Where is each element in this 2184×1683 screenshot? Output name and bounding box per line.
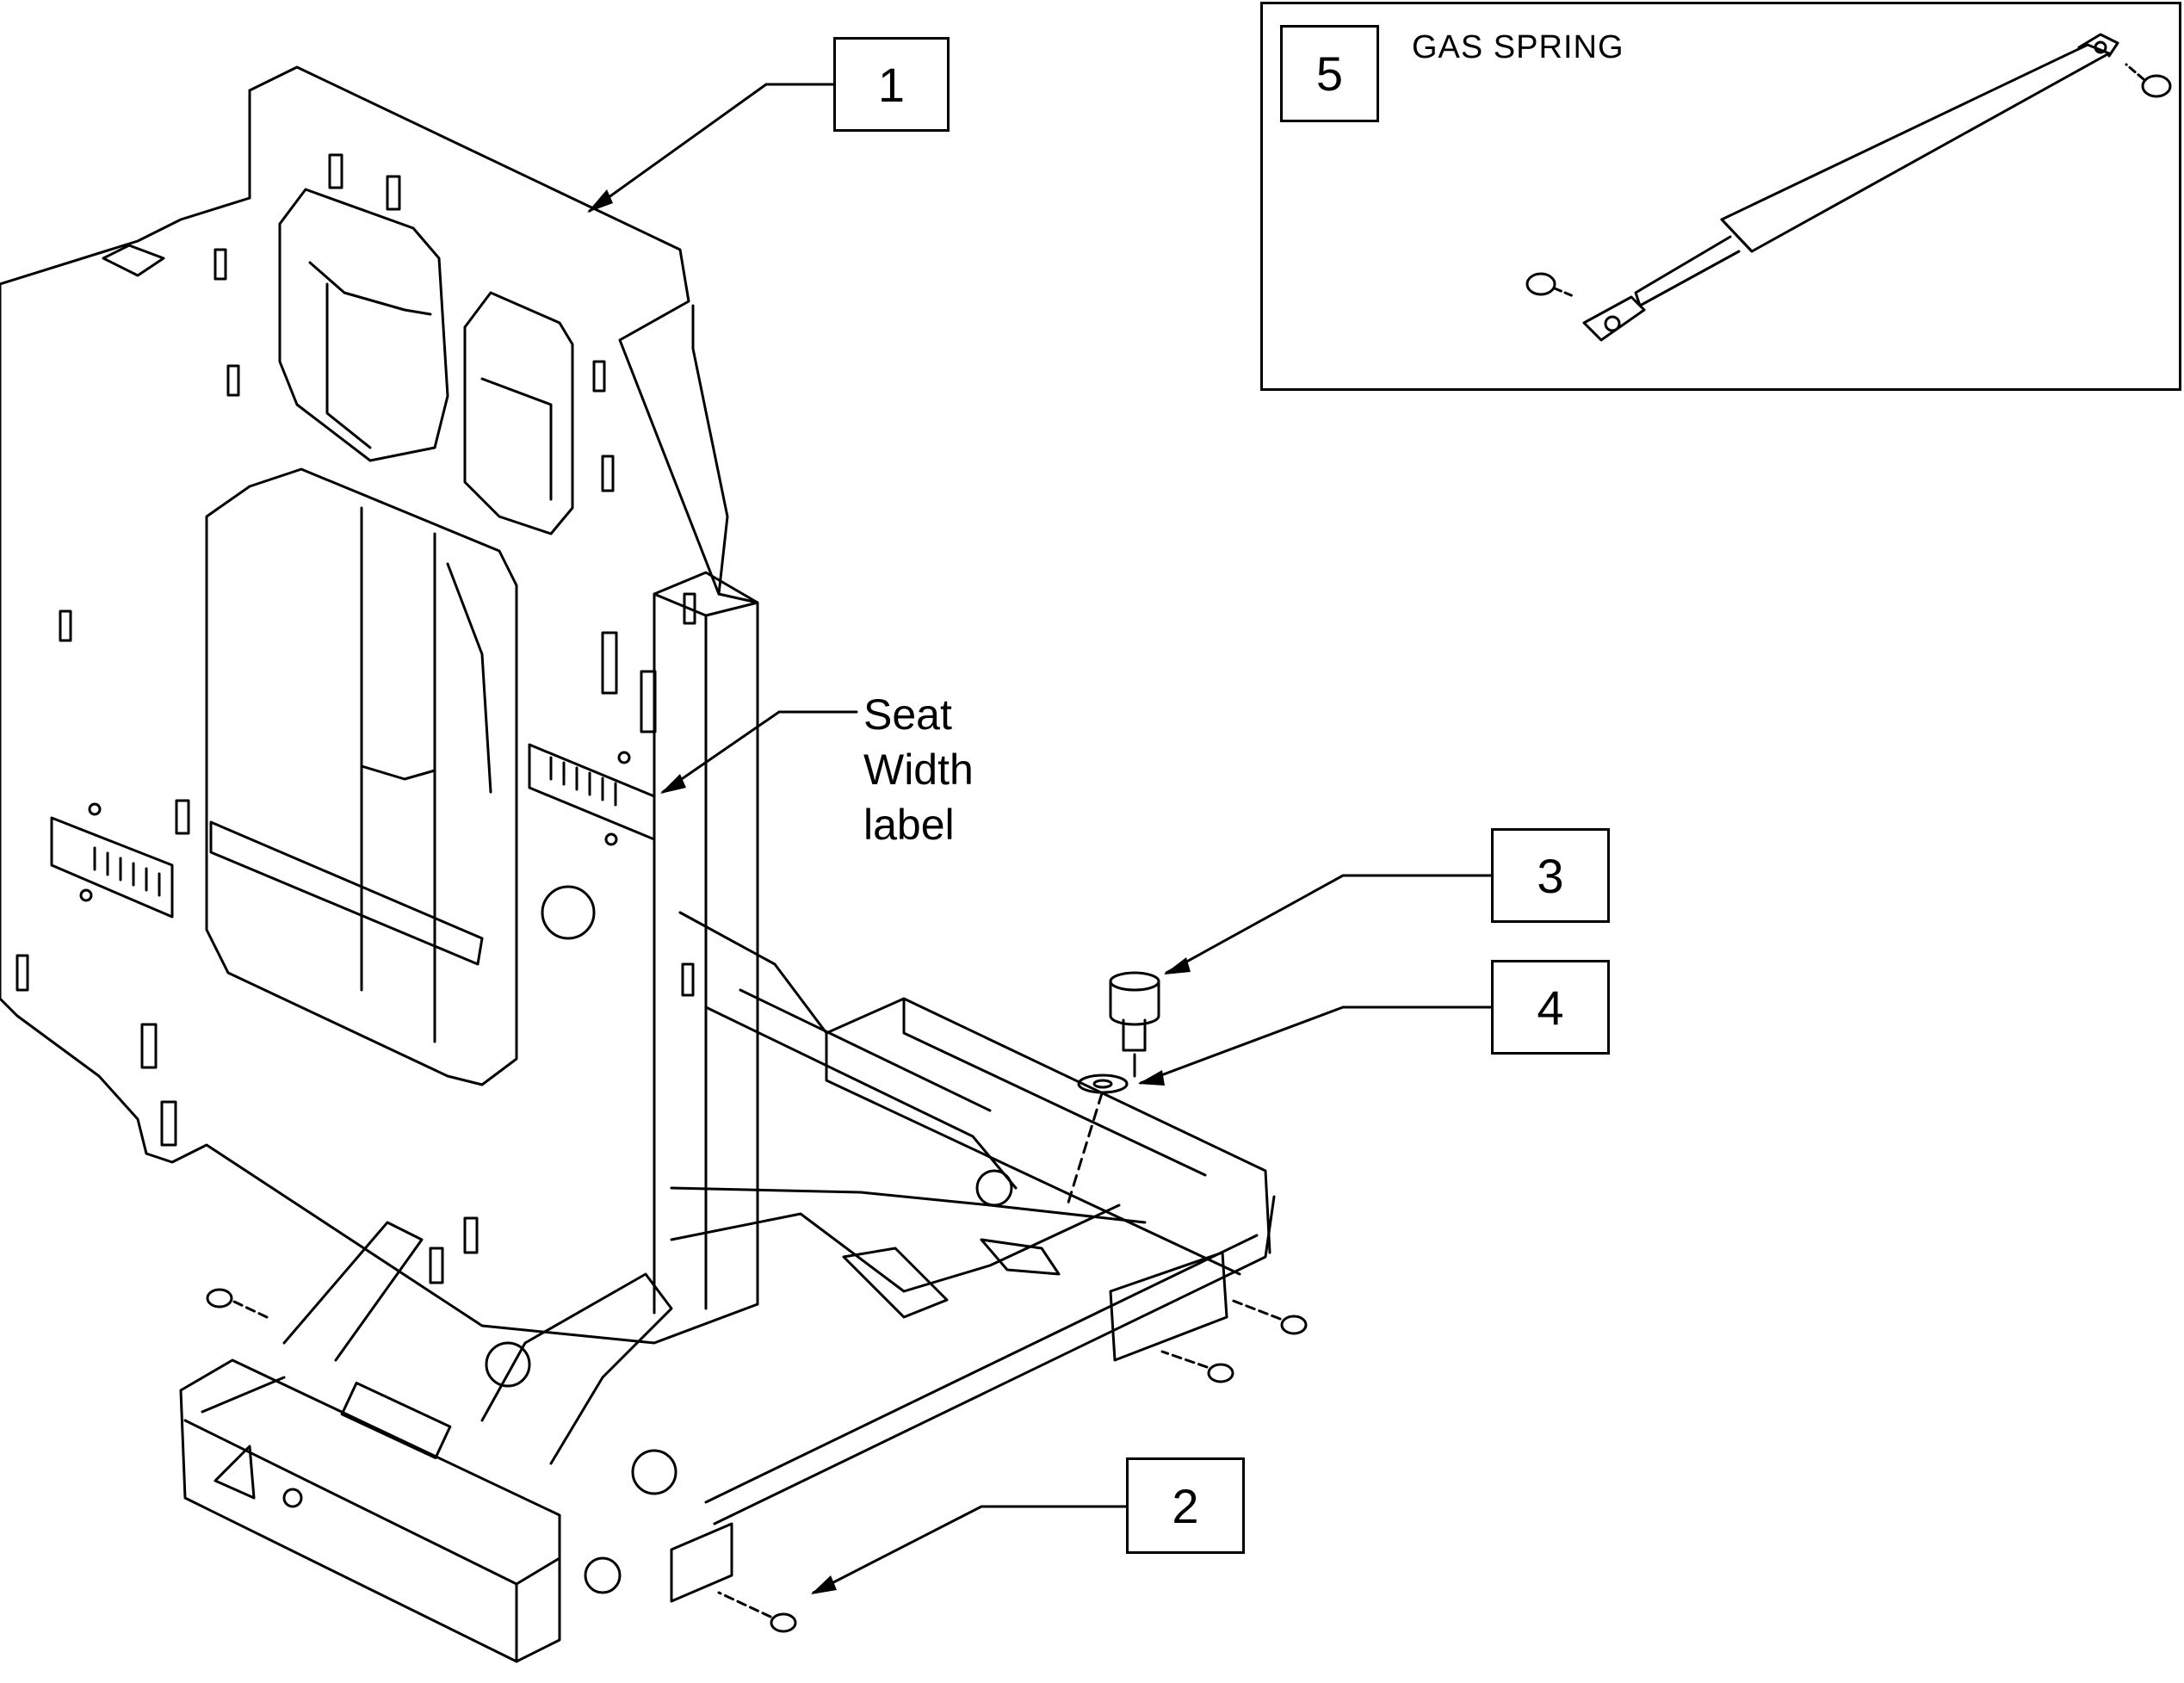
callout-1: 1 (833, 37, 950, 132)
callout-5: 5 (1280, 25, 1379, 122)
callout-4: 4 (1491, 960, 1610, 1055)
bushing-and-washer (1066, 971, 1160, 1207)
leader-lines (588, 83, 1493, 1594)
callout-3: 3 (1491, 828, 1610, 923)
inset-title: GAS SPRING (1412, 29, 1624, 65)
seat-label-line-1: Seat (863, 690, 952, 739)
callout-2: 2 (1126, 1457, 1245, 1554)
seat-width-label-text: Seat Width label (863, 687, 974, 852)
gas-spring-inset-frame (1260, 2, 2181, 391)
screws (206, 1288, 1308, 1633)
backrest-plate (0, 65, 759, 1345)
seat-label-line-2: Width (863, 746, 974, 794)
leader-arrowheads (587, 189, 1191, 1594)
gas-spring-drawing (1525, 33, 2172, 342)
seat-label-line-3: label (863, 801, 955, 849)
base-frame (179, 885, 1276, 1663)
